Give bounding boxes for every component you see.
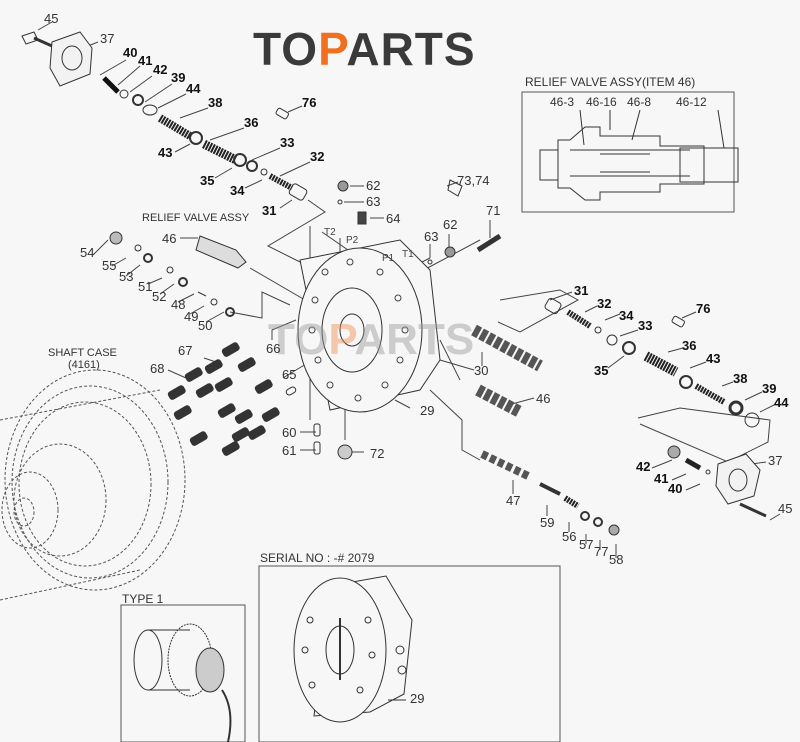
pins xyxy=(285,386,353,460)
relief-part-label: 46-16 xyxy=(586,95,617,109)
callout: 45 xyxy=(778,501,793,516)
callout: 71 xyxy=(486,203,501,218)
callout: 56 xyxy=(562,529,577,544)
port-label: P1 xyxy=(382,253,395,264)
callout: 42 xyxy=(153,62,168,77)
callout: 44 xyxy=(774,395,789,410)
callout: 39 xyxy=(171,70,186,85)
callout-29: 29 xyxy=(410,691,425,706)
callout: 38 xyxy=(208,95,223,110)
relief-valve-section xyxy=(539,109,739,201)
callout: 51 xyxy=(138,279,153,294)
shaft-case-note: SHAFT CASE xyxy=(48,347,117,359)
callout: 62 xyxy=(366,178,381,193)
callout: 48 xyxy=(171,297,186,312)
callout: 44 xyxy=(186,81,201,96)
callout: 50 xyxy=(198,318,213,333)
right-valve-parts xyxy=(539,297,767,536)
callout: 36 xyxy=(244,115,259,130)
callout: 49 xyxy=(184,309,199,324)
logo-watermark: TOPARTS xyxy=(268,315,475,364)
callout: 47 xyxy=(506,493,521,508)
callout: 68 xyxy=(150,361,165,376)
callout: 31 xyxy=(262,203,277,218)
serial-inset-box xyxy=(258,565,561,742)
callout: 36 xyxy=(682,338,697,353)
callout: 43 xyxy=(706,351,721,366)
callout: 40 xyxy=(668,481,683,496)
callout: 34 xyxy=(619,308,634,323)
callout: 46 xyxy=(536,391,551,406)
relief-valve-note: RELIEF VALVE ASSY xyxy=(142,212,250,224)
shaft-case xyxy=(0,369,186,601)
callout: 31 xyxy=(574,283,589,298)
callout: 41 xyxy=(138,53,153,68)
serial-motor-drawing xyxy=(293,575,413,723)
callout: 62 xyxy=(443,217,458,232)
type1-inset-box xyxy=(120,604,246,742)
callout: 32 xyxy=(310,149,325,164)
callout: 63 xyxy=(366,194,381,209)
left-valve-parts xyxy=(21,31,502,317)
port-label: T2 xyxy=(324,227,336,238)
callout: 37 xyxy=(768,453,783,468)
serial-inset-title: SERIAL NO : -# 2079 xyxy=(260,551,375,565)
callout: 59 xyxy=(540,515,555,530)
callout: 61 xyxy=(282,443,297,458)
brand-logo: TOPARTS xyxy=(253,23,476,75)
callout: 33 xyxy=(638,318,653,333)
callout: 41 xyxy=(654,471,669,486)
shaft-case-number: (4161) xyxy=(68,359,100,371)
callout: 29 xyxy=(420,403,435,418)
callout: 40 xyxy=(123,45,138,60)
callout: 43 xyxy=(158,145,173,160)
callout: 35 xyxy=(200,173,215,188)
callout: 65 xyxy=(282,367,297,382)
relief-part-label: 46-3 xyxy=(550,95,575,109)
callout: 39 xyxy=(762,381,777,396)
callout: 45 xyxy=(44,11,59,26)
relief-inset-box xyxy=(521,91,735,213)
callout: 63 xyxy=(424,229,439,244)
callout: 57 xyxy=(579,537,594,552)
port-label: T1 xyxy=(402,249,414,260)
callout: 66 xyxy=(266,341,281,356)
port-label: P2 xyxy=(346,235,359,246)
piston-springs xyxy=(167,342,280,456)
callout: 64 xyxy=(386,211,401,226)
callout: 76 xyxy=(302,95,317,110)
callout: 77 xyxy=(594,544,609,559)
callout: 72 xyxy=(370,446,385,461)
callout: 34 xyxy=(230,183,245,198)
callout: 35 xyxy=(594,363,609,378)
callout: 58 xyxy=(609,552,624,567)
relief-inset-title: RELIEF VALVE ASSY(ITEM 46) xyxy=(525,75,696,89)
type1-inset-title: TYPE 1 xyxy=(122,592,164,606)
callout: 54 xyxy=(80,245,95,260)
callout: 60 xyxy=(282,425,297,440)
callout: 37 xyxy=(100,31,115,46)
callout: 33 xyxy=(280,135,295,150)
callout: 32 xyxy=(597,296,612,311)
type1-motor-drawing xyxy=(133,623,232,742)
callout: 38 xyxy=(733,371,748,386)
callout: 42 xyxy=(636,459,651,474)
callout: 30 xyxy=(474,363,489,378)
motor-housing xyxy=(297,239,543,480)
callout: 76 xyxy=(696,301,711,316)
callout: 73,74 xyxy=(457,173,490,188)
relief-part-label: 46-8 xyxy=(627,95,652,109)
callout: 55 xyxy=(102,258,117,273)
callout: 46 xyxy=(162,231,177,246)
callout: 52 xyxy=(152,289,167,304)
relief-part-label: 46-12 xyxy=(676,95,707,109)
callout: 53 xyxy=(119,269,134,284)
callout: 67 xyxy=(178,343,193,358)
leader-lines xyxy=(37,21,781,558)
